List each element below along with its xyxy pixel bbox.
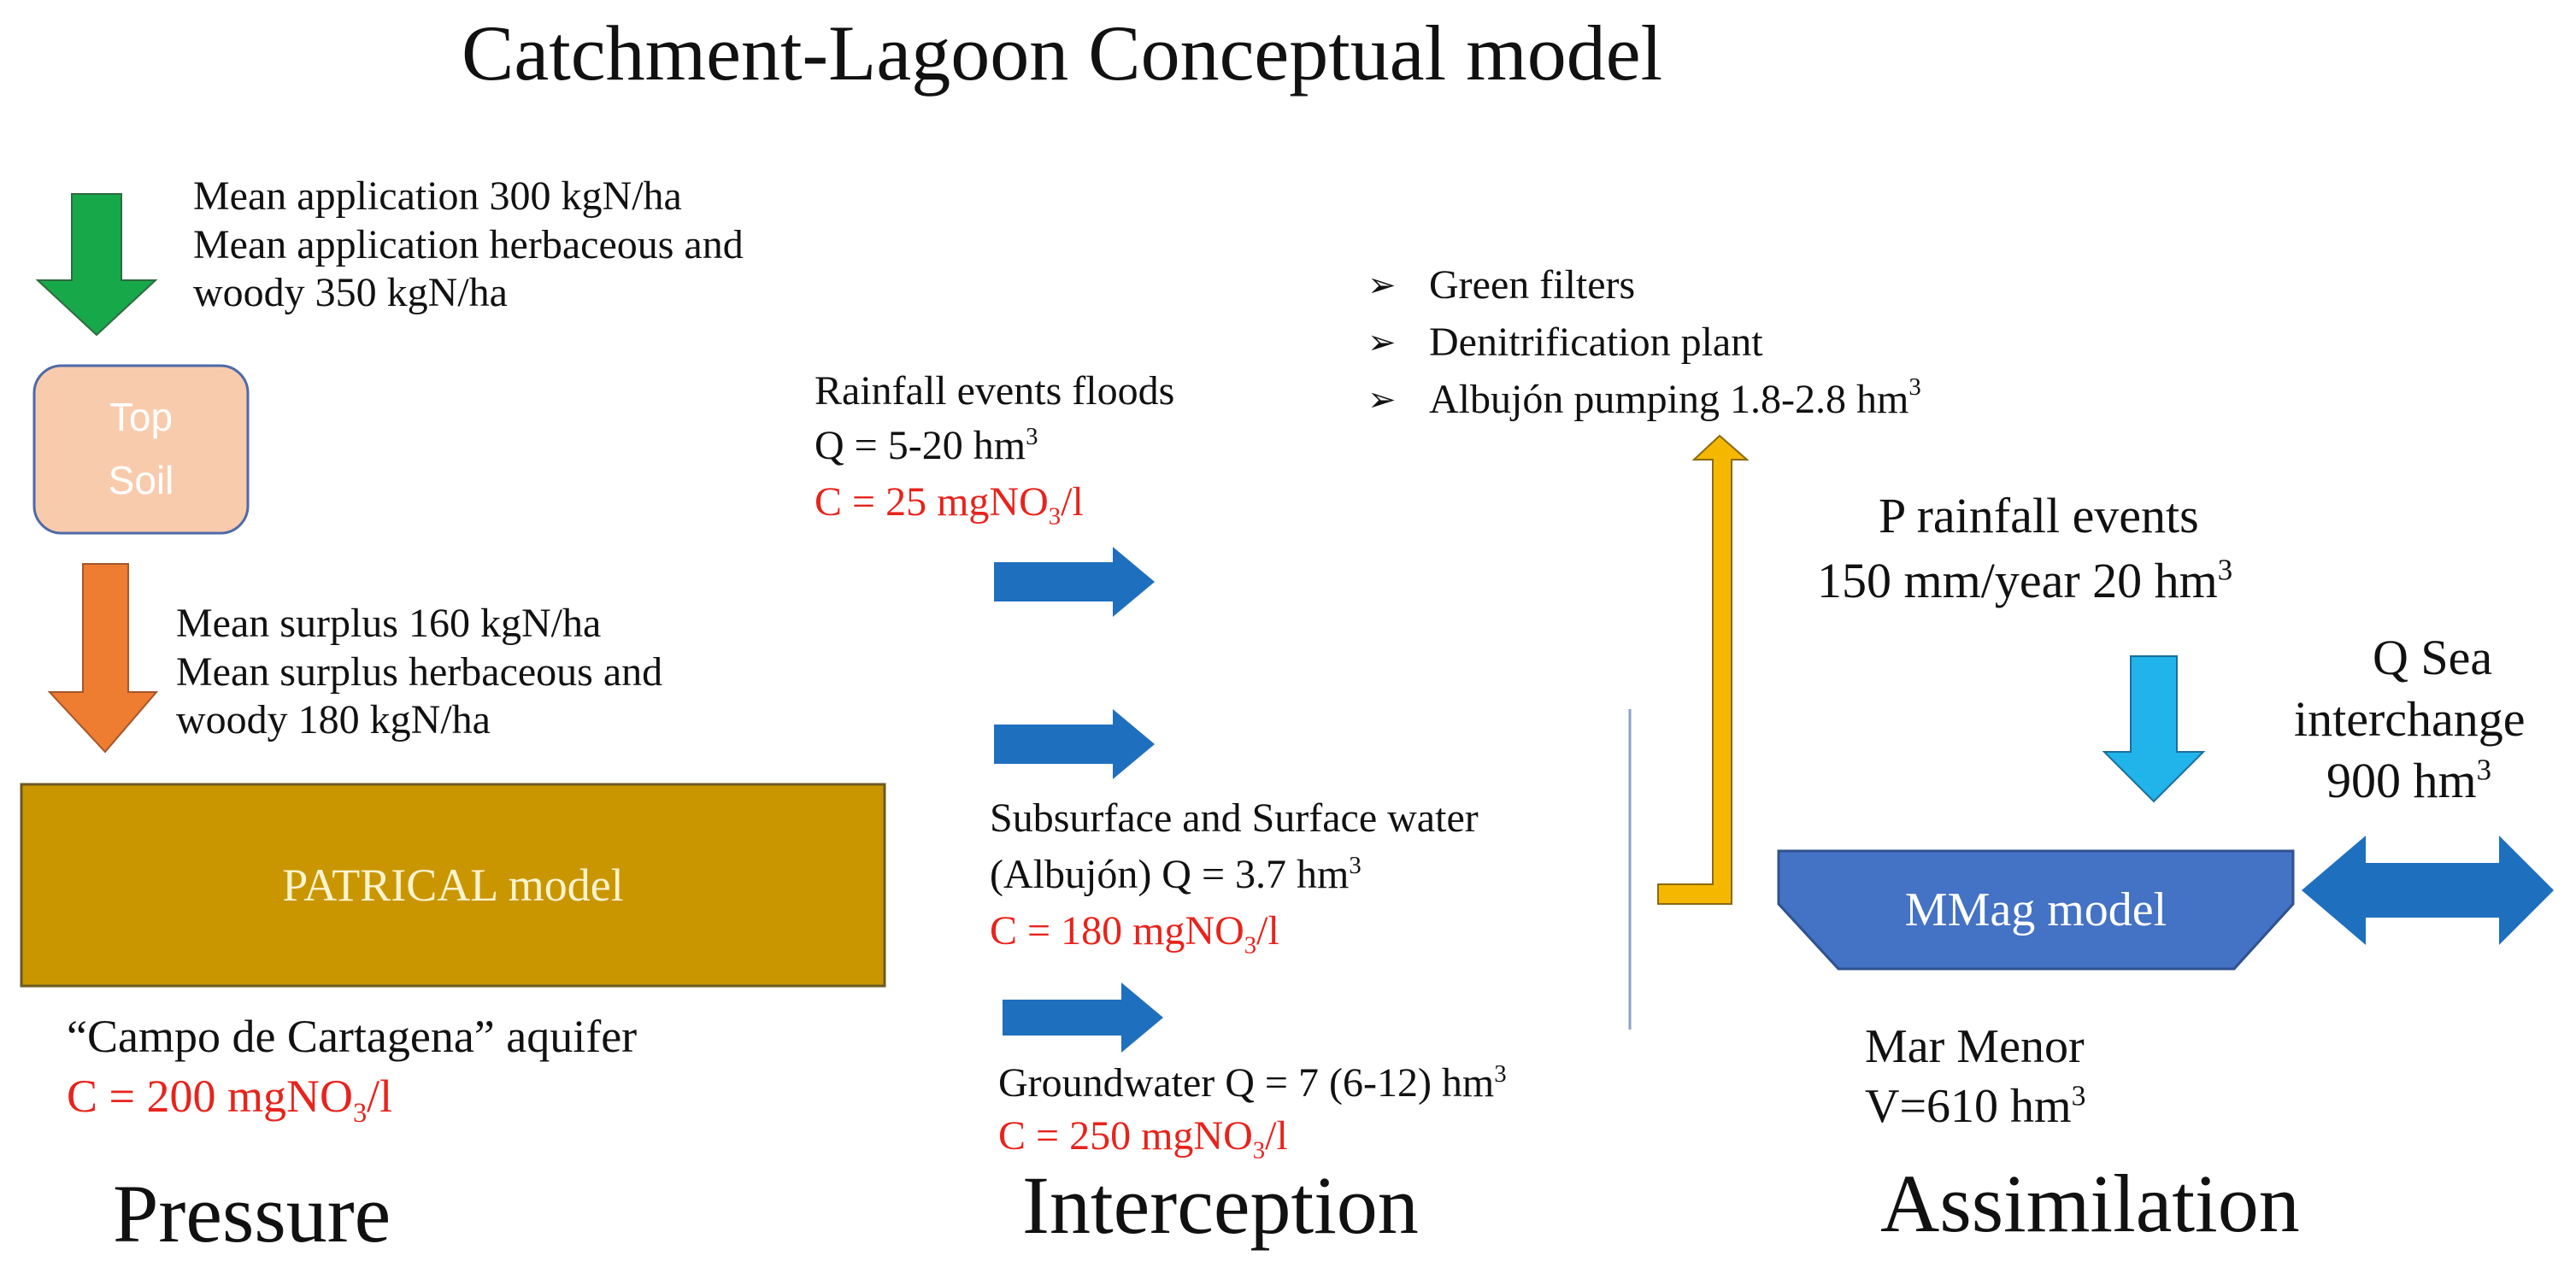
diagram-title: Catchment-Lagoon Conceptual model — [462, 9, 1663, 97]
application-line-3: woody 350 kgN/ha — [193, 270, 508, 316]
p-rainfall-line-1: P rainfall events — [1879, 488, 2199, 543]
patrical-model-box — [20, 783, 886, 988]
arrow-bullet-icon: ➢ — [1367, 379, 1397, 420]
mar-menor-label: Mar Menor — [1865, 1020, 2085, 1073]
surplus-text: Mean surplus 160 kgN/ha Mean surplus her… — [176, 600, 662, 745]
patrical-model-label: PATRICAL model — [282, 860, 624, 911]
surplus-line-2: Mean surplus herbaceous and — [176, 648, 663, 695]
top-soil-label: Top Soil — [34, 366, 248, 533]
p-rainfall-line-2: 150 mm/year 20 hm3 — [1817, 553, 2233, 608]
top-soil-line-1: Top — [109, 395, 173, 440]
sea-line-2: interchange — [2294, 691, 2526, 747]
measure-item: ➢Green filters — [1367, 262, 1636, 308]
groundwater-flow-arrow — [1003, 983, 1163, 1053]
surplus-down-arrow — [47, 563, 159, 754]
sea-line-1: Q Sea — [2373, 630, 2493, 685]
section-assimilation: Assimilation — [1880, 1158, 2300, 1249]
mmag-model-label: MMag model — [1904, 883, 2167, 936]
rainfall-floods-q: Q = 5-20 hm3 — [815, 423, 1038, 468]
mmag-model-shape — [1777, 849, 2295, 971]
subsurface-line-2: (Albujón) Q = 3.7 hm3 — [990, 852, 1362, 897]
top-soil-box — [32, 364, 250, 535]
rainfall-flow-arrow — [994, 547, 1155, 617]
rainfall-down-arrow — [2102, 655, 2206, 803]
measure-item: ➢Denitrification plant — [1367, 320, 1763, 365]
subsurface-concentration: C = 180 mgNO3/l — [990, 908, 1279, 959]
application-down-arrow — [35, 193, 158, 337]
subsurface-flow-arrow — [994, 709, 1155, 779]
surplus-line-1: Mean surplus 160 kgN/ha — [176, 601, 602, 646]
sea-line-3: 900 hm3 — [2326, 753, 2492, 808]
rainfall-floods-concentration: C = 25 mgNO3/l — [815, 479, 1084, 531]
lagoon-volume: V=610 hm3 — [1865, 1080, 2086, 1133]
application-line-2: Mean application herbaceous and — [193, 221, 744, 267]
sea-interchange-arrow — [2302, 836, 2554, 945]
section-pressure: Pressure — [113, 1168, 391, 1259]
top-soil-line-2: Soil — [108, 458, 174, 502]
arrow-bullet-icon: ➢ — [1367, 322, 1397, 362]
subsurface-line-1: Subsurface and Surface water — [990, 795, 1479, 841]
application-text: Mean application 300 kgN/ha Mean applica… — [193, 173, 744, 318]
pumping-up-arrow — [1657, 434, 1750, 905]
arrow-bullet-icon: ➢ — [1367, 265, 1397, 305]
groundwater-q: Groundwater Q = 7 (6-12) hm3 — [998, 1060, 1507, 1106]
section-interception: Interception — [1022, 1159, 1419, 1251]
groundwater-concentration: C = 250 mgNO3/l — [998, 1113, 1288, 1165]
aquifer-label: “Campo de Cartagena” aquifer — [67, 1011, 638, 1062]
rainfall-floods-label: Rainfall events floods — [815, 368, 1175, 414]
aquifer-concentration: C = 200 mgNO3/l — [67, 1071, 393, 1129]
surplus-line-3: woody 180 kgN/ha — [176, 697, 491, 743]
measures-list: ➢Green filters ➢Denitrification plant ➢A… — [1367, 256, 1921, 428]
application-line-1: Mean application 300 kgN/ha — [193, 173, 682, 219]
